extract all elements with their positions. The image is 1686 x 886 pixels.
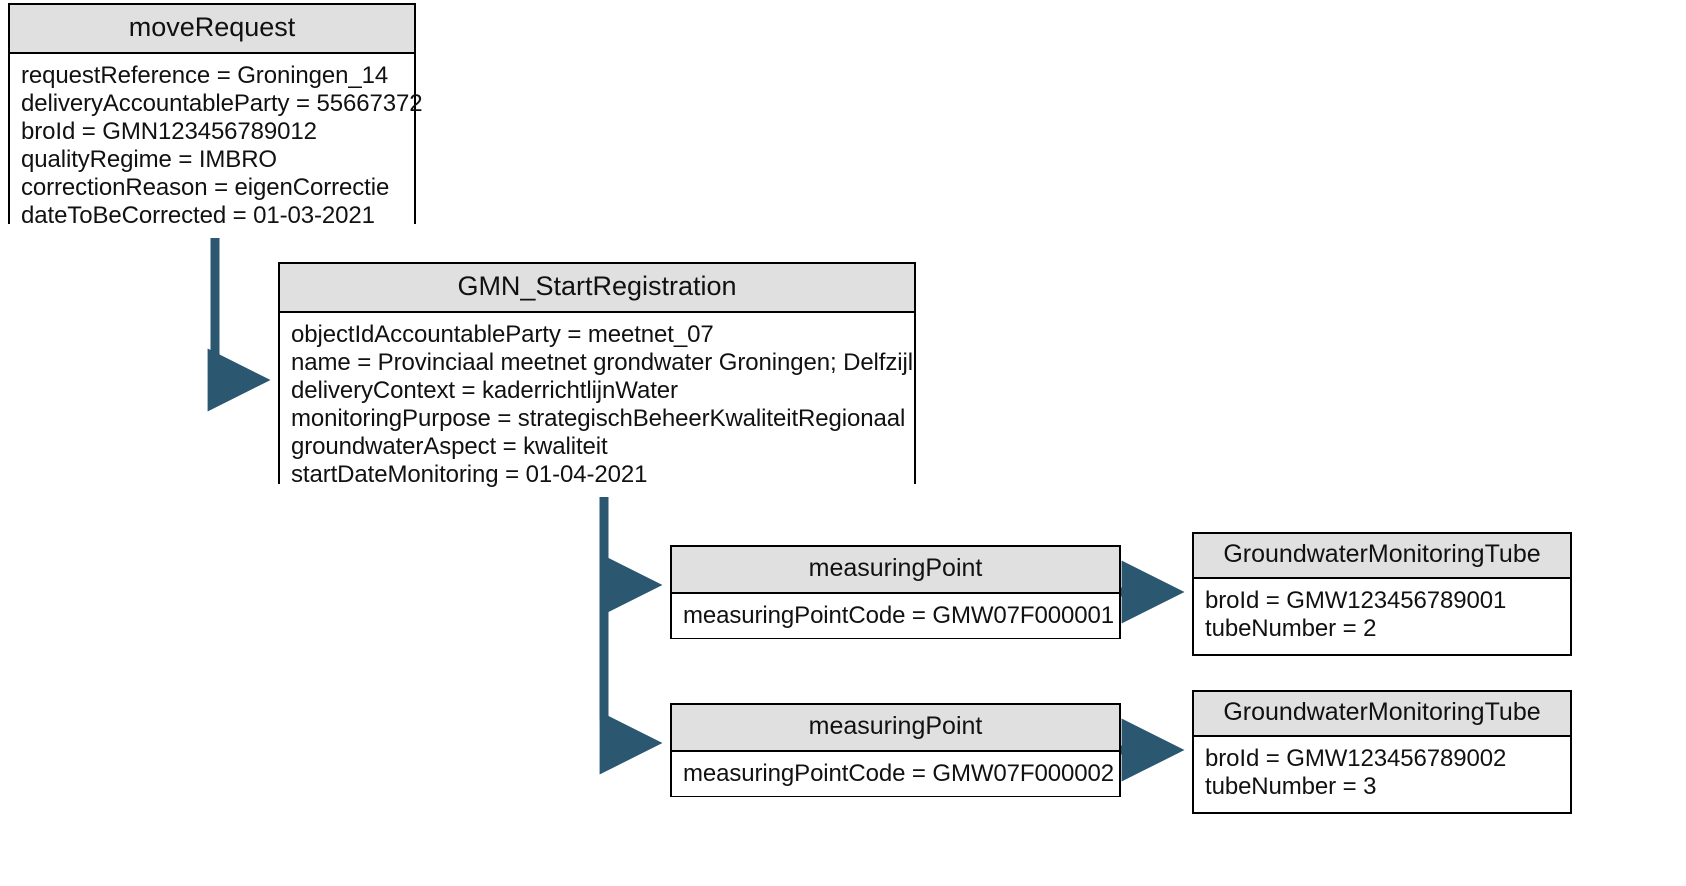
attribute-row: requestReference = Groningen_14 xyxy=(21,62,389,89)
attribute-row: measuringPointCode = GMW07F000002 xyxy=(683,760,1114,787)
object-box-monitoring-tube-2[interactable]: GroundwaterMonitoringTube broId = GMW123… xyxy=(1192,690,1572,814)
attribute-row: groundwaterAspect = kwaliteit xyxy=(291,433,608,460)
object-attributes-move-request: requestReference = Groningen_14 delivery… xyxy=(10,54,423,238)
attribute-row: correctionReason = eigenCorrectie xyxy=(21,174,390,201)
attribute-row: qualityRegime = IMBRO xyxy=(21,146,277,173)
attribute-row: deliveryAccountableParty = 55667372 xyxy=(21,90,423,117)
object-attributes-measuring-point-2: measuringPointCode = GMW07F000002 xyxy=(672,752,1119,796)
attribute-row: deliveryContext = kaderrichtlijnWater xyxy=(291,377,678,404)
object-box-measuring-point-1[interactable]: measuringPoint measuringPointCode = GMW0… xyxy=(670,545,1121,639)
attribute-row: startDateMonitoring = 01-04-2021 xyxy=(291,461,648,488)
object-box-gmn-start-registration[interactable]: GMN_StartRegistration objectIdAccountabl… xyxy=(278,262,916,497)
object-title-measuring-point-1: measuringPoint xyxy=(672,547,1119,594)
object-title-gmn-start-registration: GMN_StartRegistration xyxy=(280,264,914,313)
attribute-row: dateToBeCorrected = 01-03-2021 xyxy=(21,202,375,229)
attribute-row: broId = GMW123456789001 xyxy=(1205,587,1507,614)
attribute-row: name = Provinciaal meetnet grondwater Gr… xyxy=(291,349,913,376)
attribute-row: tubeNumber = 3 xyxy=(1205,773,1377,800)
attribute-row: measuringPointCode = GMW07F000001 xyxy=(683,602,1114,629)
object-attributes-monitoring-tube-2: broId = GMW123456789002 tubeNumber = 3 xyxy=(1194,737,1570,809)
connector-move-request-to-gmn-start xyxy=(207,223,271,412)
object-box-monitoring-tube-1[interactable]: GroundwaterMonitoringTube broId = GMW123… xyxy=(1192,532,1572,656)
object-attributes-gmn-start-registration: objectIdAccountableParty = meetnet_07 na… xyxy=(280,313,914,497)
attribute-row: broId = GMW123456789002 xyxy=(1205,745,1507,772)
object-title-monitoring-tube-1: GroundwaterMonitoringTube xyxy=(1194,534,1570,579)
attribute-row: broId = GMN123456789012 xyxy=(21,118,317,145)
attribute-row: objectIdAccountableParty = meetnet_07 xyxy=(291,321,714,348)
object-box-move-request[interactable]: moveRequest requestReference = Groningen… xyxy=(8,3,423,238)
object-title-measuring-point-2: measuringPoint xyxy=(672,705,1119,752)
object-attributes-monitoring-tube-1: broId = GMW123456789001 tubeNumber = 2 xyxy=(1194,579,1570,651)
attribute-row: monitoringPurpose = strategischBeheerKwa… xyxy=(291,405,906,432)
object-title-monitoring-tube-2: GroundwaterMonitoringTube xyxy=(1194,692,1570,737)
object-box-measuring-point-2[interactable]: measuringPoint measuringPointCode = GMW0… xyxy=(670,703,1121,797)
connector-gmn-start-to-measuring-point-1 xyxy=(599,484,663,617)
connector-gmn-start-to-measuring-point-2 xyxy=(599,484,663,775)
object-attributes-measuring-point-1: measuringPointCode = GMW07F000001 xyxy=(672,594,1119,638)
attribute-row: tubeNumber = 2 xyxy=(1205,615,1377,642)
object-title-move-request: moveRequest xyxy=(10,5,414,54)
